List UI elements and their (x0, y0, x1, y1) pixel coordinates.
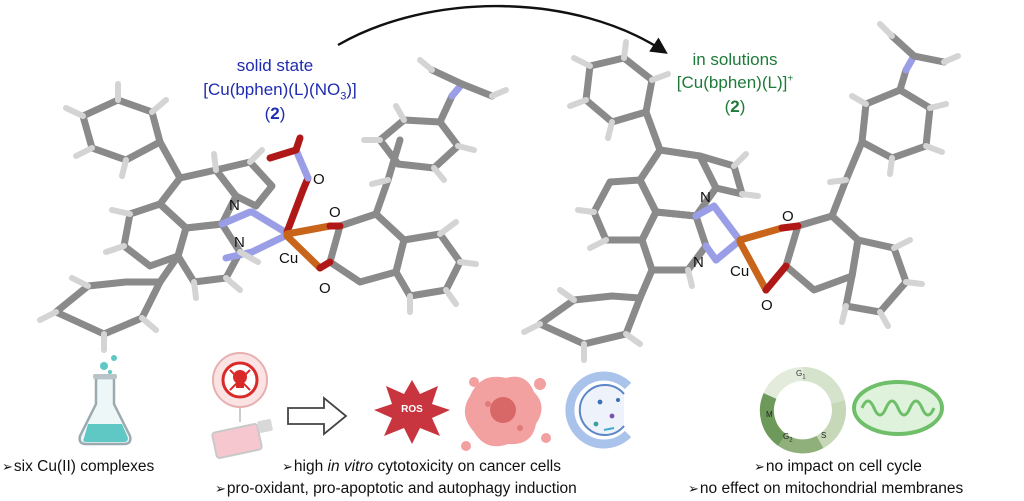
right-number-value: 2 (730, 97, 740, 116)
caption-bullet: ➢ (688, 481, 699, 496)
process-arrow-icon (287, 396, 348, 436)
cell-cycle-icon (759, 367, 846, 454)
apoptotic-cell-icon (461, 376, 551, 451)
right-formula: [Cu(bphen)(L)]+ (650, 73, 820, 93)
caption-bullet: ➢ (2, 459, 13, 474)
left-phenyl-top (79, 96, 164, 164)
cycle-m-label: M (766, 410, 773, 419)
caption-complexes-text: six Cu(II) complexes (13, 458, 155, 475)
caption-complexes: ➢six Cu(II) complexes (2, 458, 154, 476)
left-atom-o-top: O (329, 204, 341, 221)
ros-burst-icon (374, 380, 450, 444)
left-phenyl-bottom (52, 278, 164, 338)
right-atom-n1: N (700, 189, 711, 206)
left-nitrate (266, 134, 312, 236)
left-formula-main: [Cu(bphen)(L)(NO (203, 80, 341, 99)
left-phenanthroline (120, 158, 276, 286)
caption-mitochondria-text: no effect on mitochondrial membranes (699, 480, 964, 497)
caption-mechanism: ➢pro-oxidant, pro-apoptotic and autophag… (215, 480, 577, 498)
caption-mitochondria: ➢no effect on mitochondrial membranes (688, 480, 963, 498)
caption-cytotoxicity: ➢high in vitro cytotoxicity on cancer ce… (282, 458, 561, 476)
cycle-g2-letter: G (783, 432, 790, 441)
caption-bullet: ➢ (282, 459, 293, 474)
caption-cell-cycle: ➢no impact on cell cycle (754, 458, 922, 476)
mitochondrion-icon (852, 380, 944, 436)
right-atom-n2: N (693, 254, 704, 271)
cycle-g2-label: G2 (783, 432, 793, 445)
right-dimethylaminophenyl (858, 66, 934, 162)
caption-cytotoxicity-pre: high (293, 458, 328, 475)
left-molecule (37, 57, 509, 353)
left-atom-n1: N (229, 197, 240, 214)
right-state-label: in solutions (692, 50, 778, 69)
left-hydrogens (37, 57, 509, 353)
ros-label: ROS (401, 404, 423, 415)
cycle-g1-sub: 1 (802, 374, 806, 381)
left-atom-o-nitrate: O (313, 171, 325, 188)
left-formula: [Cu(bphen)(L)(NO3)] (170, 80, 390, 104)
flask-icon (78, 355, 132, 446)
left-formula-sub: 3 (340, 90, 347, 103)
left-number-value: 2 (270, 104, 280, 123)
left-state-label: solid state (236, 56, 314, 75)
left-atom-cu: Cu (279, 250, 299, 267)
right-formula-main: [Cu(bphen)(L)] (676, 73, 788, 92)
left-formula-tail: )] (346, 80, 357, 99)
left-number: (2) (264, 104, 286, 123)
transition-arrow (337, 4, 668, 54)
cycle-g1-letter: G (796, 369, 803, 378)
right-hydrogens (521, 21, 961, 363)
left-dimethylaminophenyl (376, 92, 462, 172)
caption-cell-cycle-text: no impact on cell cycle (765, 458, 922, 475)
autophagosome-icon (565, 371, 632, 449)
right-phenyl-top (582, 54, 656, 126)
cycle-s-label: S (821, 431, 827, 440)
right-formula-sup: + (787, 73, 794, 85)
cycle-g1-label: G1 (796, 369, 806, 382)
right-atom-o-bottom: O (761, 297, 773, 314)
caption-cytotoxicity-post: cytotoxicity on cancer cells (373, 458, 561, 475)
right-molecule (521, 21, 961, 363)
left-atom-n2: N (234, 234, 245, 251)
cell-culture-flask-icon (211, 419, 273, 459)
caption-mechanism-text: pro-oxidant, pro-apoptotic and autophagy… (226, 480, 577, 497)
right-atom-o-top: O (782, 208, 794, 225)
left-atom-o-bottom: O (319, 280, 331, 297)
right-atom-cu: Cu (730, 263, 750, 280)
right-number: (2) (724, 97, 746, 116)
cycle-g2-sub: 2 (789, 437, 793, 444)
toxic-compound-icon (212, 352, 268, 422)
caption-cytotoxicity-italic: in vitro (327, 458, 374, 475)
caption-bullet: ➢ (754, 459, 765, 474)
caption-bullet: ➢ (215, 481, 226, 496)
